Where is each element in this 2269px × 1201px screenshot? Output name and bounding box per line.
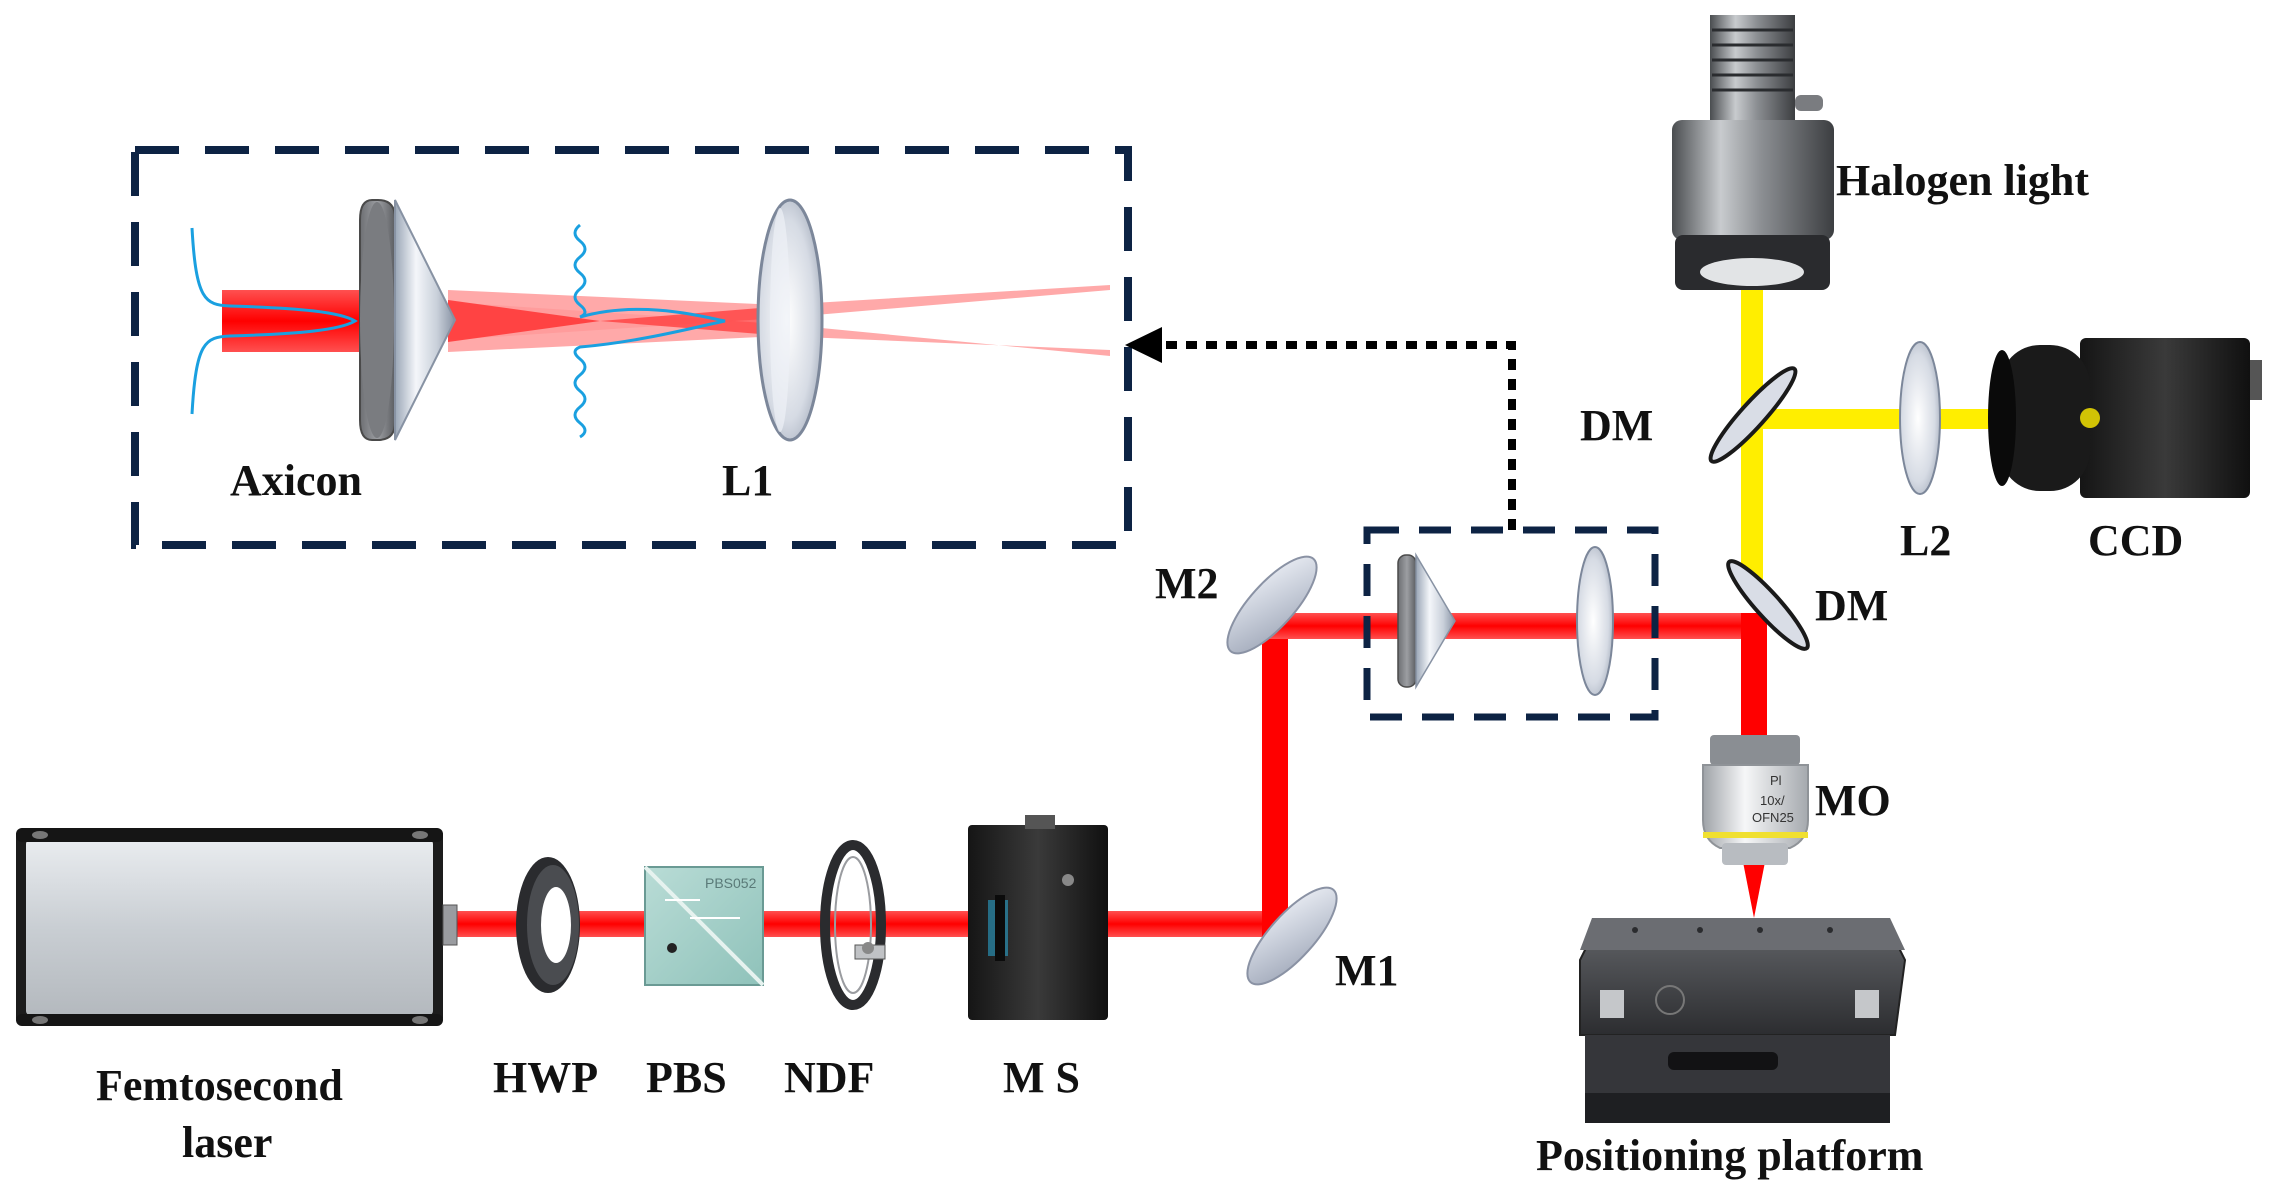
inset-input-beam bbox=[222, 290, 370, 352]
dichroic-mirror-top-icon bbox=[1708, 366, 1798, 464]
dichroic-mirror-bottom-icon bbox=[1726, 559, 1810, 651]
halogen-light-icon bbox=[1672, 15, 1834, 290]
axicon-icon bbox=[359, 199, 457, 441]
axicon-zoom-inset: Axicon L1 bbox=[131, 146, 1132, 549]
small-lens-l1-icon bbox=[1576, 546, 1614, 696]
mirror-m1-icon bbox=[1246, 886, 1338, 986]
label-positioning-platform: Positioning platform bbox=[1536, 1131, 1923, 1180]
half-wave-plate-icon bbox=[516, 857, 580, 993]
objective-text-2: 10x/ bbox=[1760, 793, 1785, 808]
label-mo: MO bbox=[1815, 776, 1891, 825]
pbs-model-text: PBS052 bbox=[705, 875, 757, 891]
label-m2: M2 bbox=[1155, 559, 1219, 608]
label-hwp: HWP bbox=[493, 1053, 598, 1102]
polarizing-beam-splitter-icon: PBS052 bbox=[643, 865, 765, 987]
bessel-profile-curve bbox=[573, 223, 726, 439]
convex-lens-l1-icon bbox=[756, 198, 824, 442]
bessel-core-zone-right bbox=[600, 308, 760, 334]
positioning-platform-icon bbox=[1579, 918, 1907, 1123]
mechanical-shutter-icon bbox=[968, 815, 1108, 1020]
label-femtosecond: Femtosecond bbox=[96, 1061, 343, 1110]
label-l1: L1 bbox=[722, 456, 773, 505]
mirror-m2-icon bbox=[1226, 555, 1318, 655]
label-dm-bottom: DM bbox=[1815, 581, 1888, 630]
label-ccd: CCD bbox=[2088, 516, 2183, 565]
objective-text-3: OFN25 bbox=[1752, 810, 1794, 825]
label-pbs: PBS bbox=[646, 1053, 727, 1102]
zoom-dotted-arrow bbox=[1125, 327, 1516, 530]
gaussian-profile-curve bbox=[190, 227, 358, 415]
inset-dashed-frame bbox=[131, 146, 1132, 549]
label-dm-top: DM bbox=[1580, 401, 1653, 450]
label-ms: M S bbox=[1003, 1053, 1080, 1102]
lens-l2-icon bbox=[1899, 341, 1941, 495]
label-laser: laser bbox=[182, 1118, 272, 1167]
microscope-objective-icon: Pl 10x/ OFN25 bbox=[1702, 735, 1809, 865]
bessel-core-zone bbox=[448, 300, 600, 342]
objective-text-1: Pl bbox=[1770, 773, 1782, 788]
beam-shaping-dashed-box bbox=[1363, 526, 1659, 721]
laser-beam-path bbox=[440, 613, 1767, 937]
label-ndf: NDF bbox=[784, 1053, 874, 1102]
femtosecond-laser-icon bbox=[16, 828, 458, 1026]
label-axicon: Axicon bbox=[230, 456, 362, 505]
ccd-camera-icon bbox=[1988, 338, 2262, 498]
nd-filter-wheel-icon bbox=[820, 840, 886, 1010]
label-m1: M1 bbox=[1335, 946, 1399, 995]
small-axicon-icon bbox=[1397, 552, 1456, 690]
label-halogen-light: Halogen light bbox=[1836, 156, 2089, 205]
label-l2: L2 bbox=[1900, 516, 1951, 565]
